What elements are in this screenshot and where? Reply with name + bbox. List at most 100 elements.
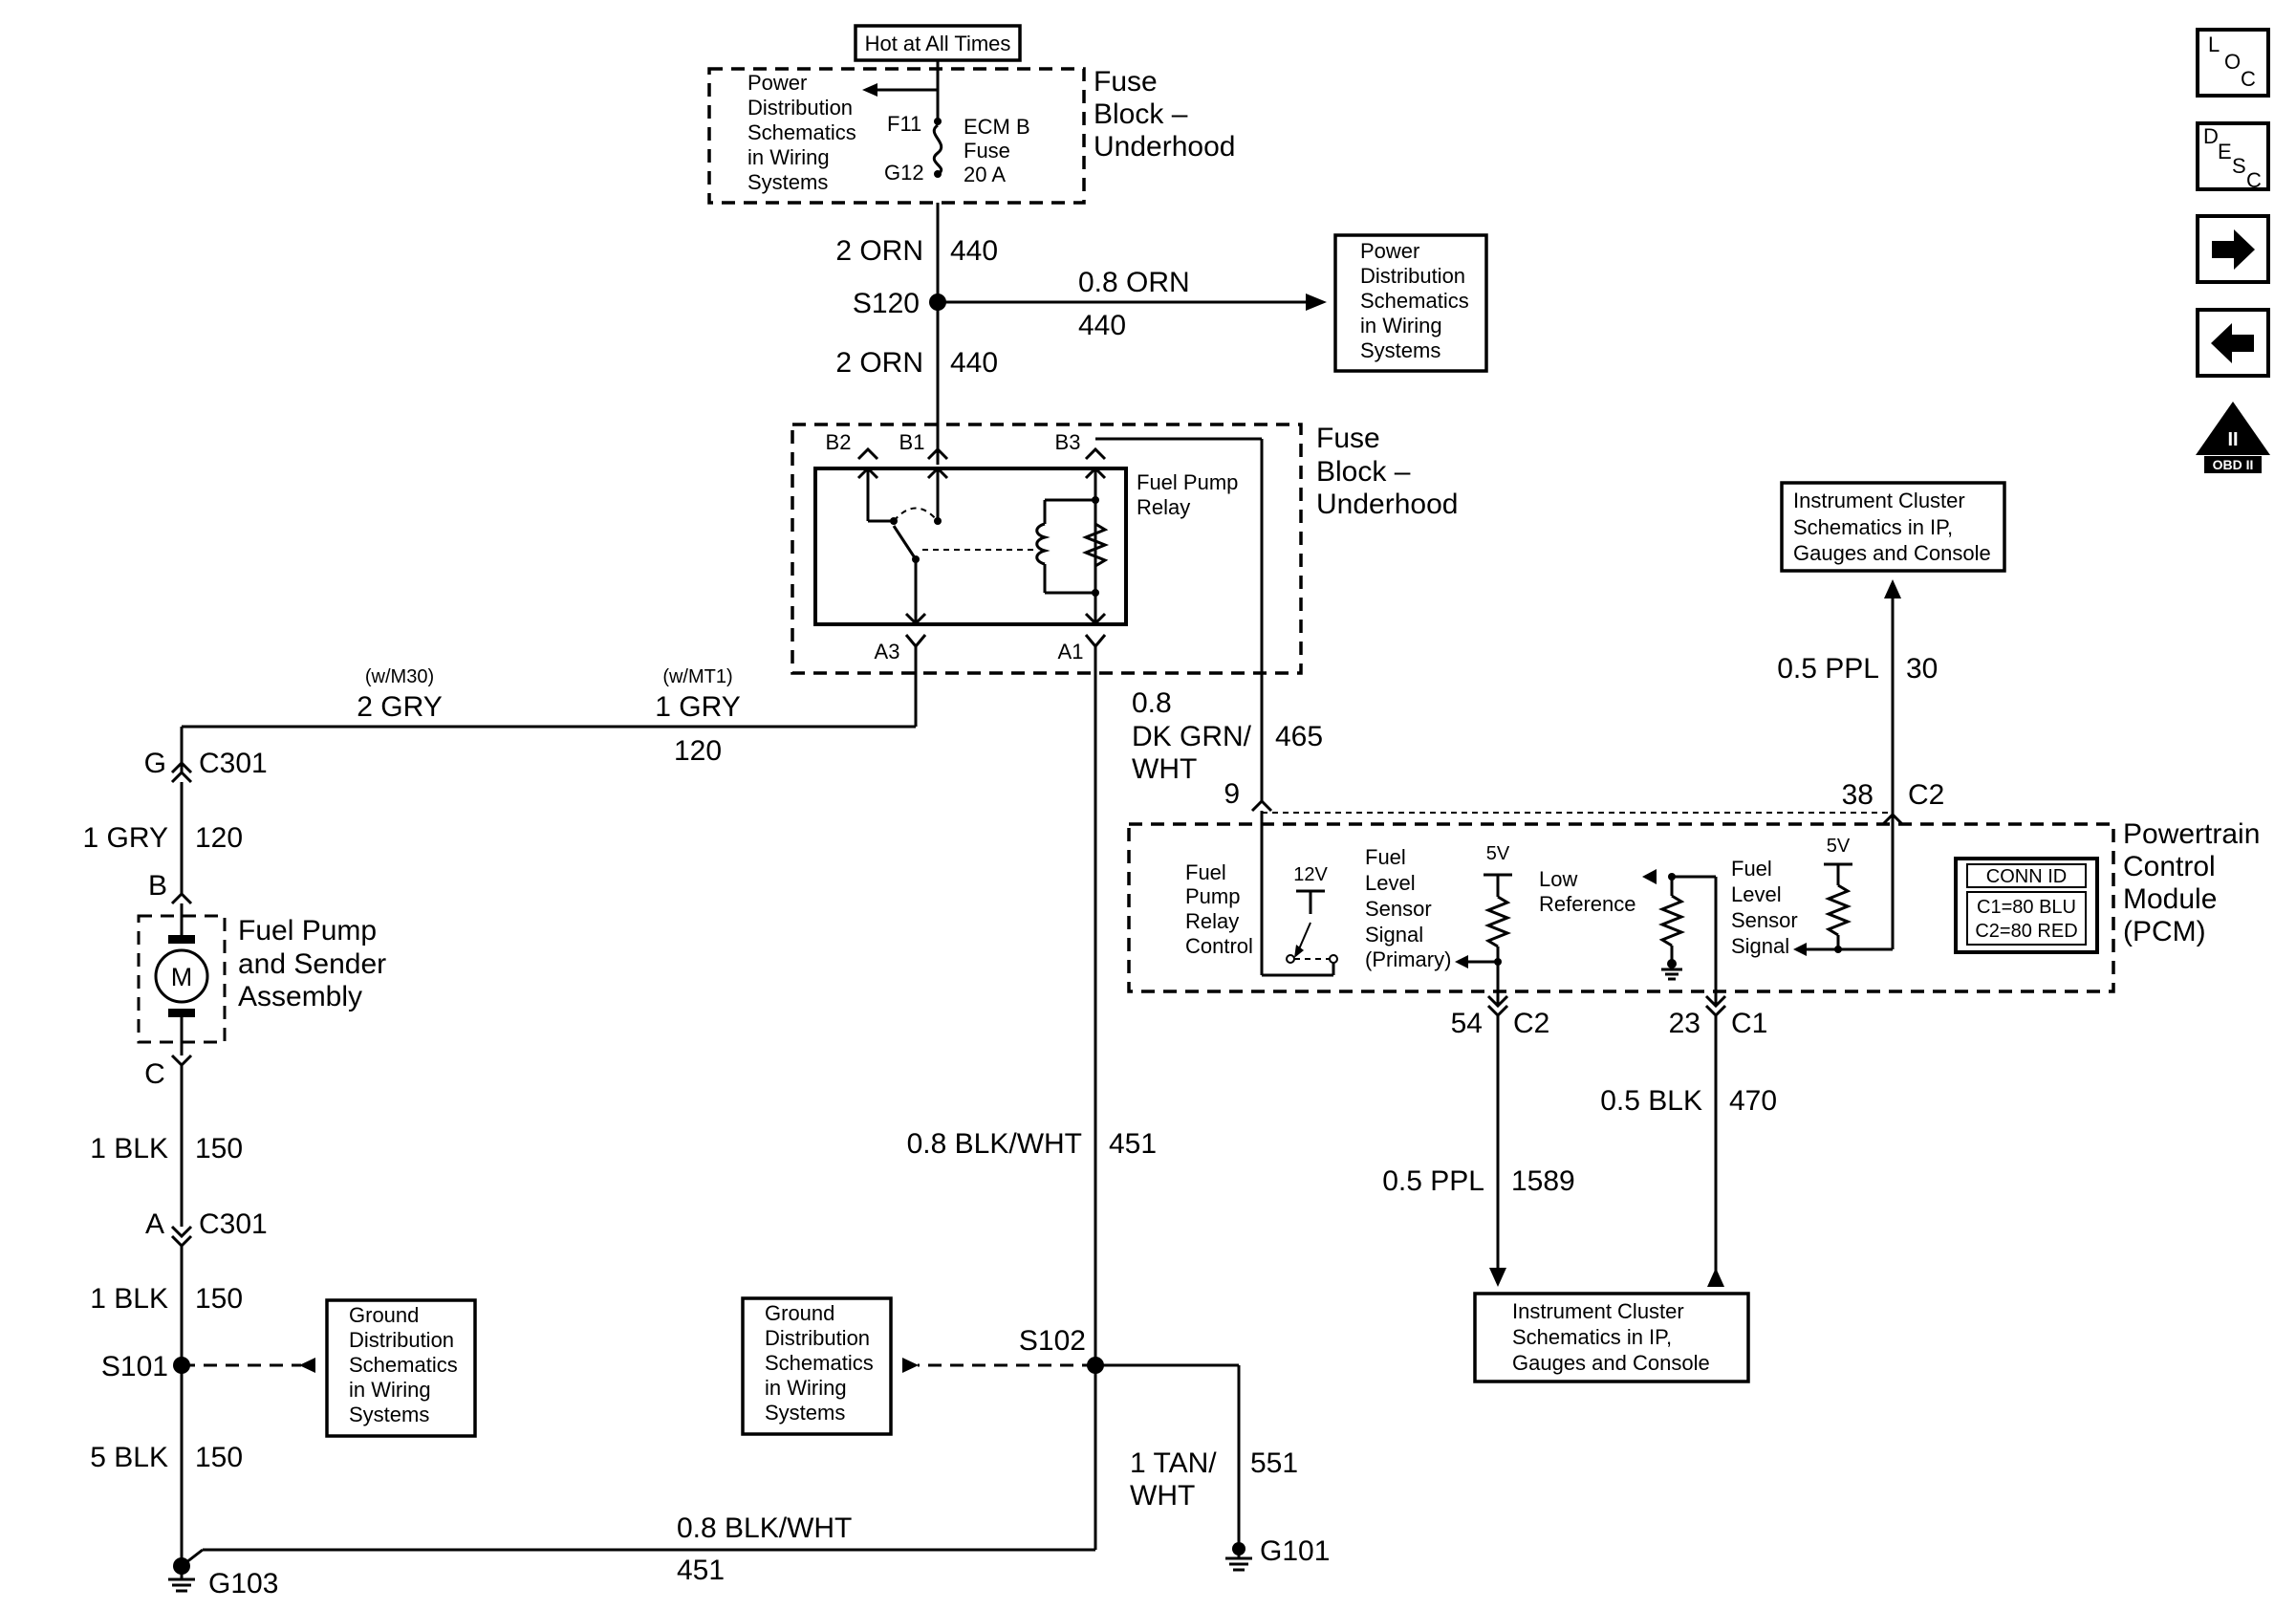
svg-text:Systems: Systems — [747, 170, 828, 194]
svg-text:5V: 5V — [1486, 843, 1510, 864]
svg-text:Block –: Block – — [1316, 456, 1411, 488]
svg-text:Ground: Ground — [765, 1301, 834, 1325]
svg-text:Control: Control — [1185, 934, 1253, 958]
description-button[interactable]: D E S C — [2196, 121, 2270, 192]
svg-text:A1: A1 — [1058, 640, 1084, 664]
svg-text:OBD II: OBD II — [2213, 457, 2254, 472]
svg-text:S102: S102 — [1019, 1325, 1086, 1357]
svg-text:C2: C2 — [1513, 1008, 1549, 1039]
svg-text:Reference: Reference — [1539, 892, 1636, 916]
svg-text:C: C — [2246, 168, 2262, 192]
svg-text:0.5 PPL: 0.5 PPL — [1382, 1165, 1484, 1197]
svg-text:Sensor: Sensor — [1731, 908, 1798, 932]
svg-text:Underhood: Underhood — [1316, 489, 1458, 520]
svg-text:Schematics: Schematics — [349, 1353, 458, 1377]
ground-distribution-reference-1: Ground Distribution Schematics in Wiring… — [325, 1298, 477, 1438]
svg-text:1 BLK: 1 BLK — [90, 1283, 168, 1315]
svg-text:Powertrain: Powertrain — [2123, 818, 2260, 850]
svg-text:Systems: Systems — [349, 1403, 429, 1426]
svg-text:(Primary): (Primary) — [1365, 947, 1451, 971]
ground-icon-g103 — [168, 1566, 195, 1593]
svg-text:Schematics in IP,: Schematics in IP, — [1793, 515, 1953, 539]
svg-text:Schematics: Schematics — [1360, 289, 1469, 313]
svg-text:C1=80 BLU: C1=80 BLU — [1977, 897, 2076, 918]
svg-text:(w/MT1): (w/MT1) — [662, 666, 732, 687]
svg-text:A: A — [145, 1208, 164, 1240]
svg-text:0.5 BLK: 0.5 BLK — [1600, 1085, 1702, 1117]
connector-id-table: CONN ID C1=80 BLU C2=80 RED — [1954, 857, 2099, 954]
next-page-button[interactable] — [2196, 214, 2270, 284]
svg-text:WHT: WHT — [1132, 753, 1197, 785]
svg-text:1 BLK: 1 BLK — [90, 1133, 168, 1164]
svg-text:23: 23 — [1669, 1008, 1700, 1039]
arrow-right-icon — [2212, 229, 2255, 270]
svg-text:B3: B3 — [1055, 430, 1081, 454]
svg-text:ECM B: ECM B — [964, 115, 1030, 139]
svg-text:C: C — [144, 1058, 165, 1090]
location-button[interactable]: L O C — [2196, 28, 2270, 98]
svg-text:S120: S120 — [853, 288, 920, 319]
svg-text:G101: G101 — [1260, 1535, 1330, 1567]
fuse-icon — [932, 123, 943, 176]
svg-text:5 BLK: 5 BLK — [90, 1442, 168, 1473]
svg-text:Control: Control — [2123, 851, 2216, 882]
svg-text:D: D — [2203, 124, 2219, 148]
svg-text:Distribution: Distribution — [747, 96, 853, 120]
svg-text:Pump: Pump — [1185, 884, 1240, 908]
svg-text:Relay: Relay — [1185, 909, 1239, 933]
svg-text:470: 470 — [1729, 1085, 1777, 1117]
svg-text:Distribution: Distribution — [765, 1326, 870, 1350]
svg-text:(w/M30): (w/M30) — [365, 666, 434, 687]
svg-text:CONN ID: CONN ID — [1986, 866, 2067, 887]
svg-text:C1: C1 — [1731, 1008, 1767, 1039]
svg-text:0.8 BLK/WHT: 0.8 BLK/WHT — [677, 1512, 852, 1544]
previous-page-button[interactable] — [2196, 308, 2270, 378]
svg-text:DK GRN/: DK GRN/ — [1132, 721, 1252, 752]
svg-text:1589: 1589 — [1511, 1165, 1575, 1197]
arrow-left-icon — [2211, 323, 2254, 363]
svg-text:O: O — [2224, 50, 2241, 74]
svg-text:Gauges and Console: Gauges and Console — [1793, 541, 1991, 565]
svg-text:440: 440 — [1078, 310, 1126, 341]
svg-text:1 GRY: 1 GRY — [655, 691, 741, 723]
fuel-pump-sender-assembly: M — [137, 903, 227, 1055]
svg-text:S101: S101 — [101, 1351, 168, 1382]
svg-text:S: S — [2232, 154, 2246, 178]
svg-text:G: G — [144, 748, 166, 779]
svg-text:120: 120 — [195, 822, 243, 854]
svg-text:12V: 12V — [1293, 864, 1328, 885]
svg-text:440: 440 — [950, 235, 998, 267]
instrument-cluster-reference-1: Instrument Cluster Schematics in IP, Gau… — [1780, 481, 2006, 573]
svg-text:Fuel Pump: Fuel Pump — [1137, 470, 1238, 494]
svg-text:5V: 5V — [1827, 836, 1851, 857]
svg-text:Hot at All Times: Hot at All Times — [865, 32, 1011, 55]
svg-text:B1: B1 — [899, 430, 925, 454]
svg-text:in Wiring: in Wiring — [1360, 314, 1442, 337]
svg-text:451: 451 — [677, 1555, 725, 1586]
svg-text:II: II — [2227, 429, 2238, 450]
svg-text:Schematics in IP,: Schematics in IP, — [1512, 1325, 1672, 1349]
svg-text:0.8 ORN: 0.8 ORN — [1078, 267, 1190, 298]
svg-text:0.5 PPL: 0.5 PPL — [1777, 653, 1879, 685]
svg-text:A3: A3 — [875, 640, 900, 664]
obd-ii-button[interactable]: II OBD II — [2196, 402, 2270, 473]
hot-at-all-times-label: Hot at All Times — [854, 24, 1022, 62]
svg-text:Fuel: Fuel — [1731, 857, 1772, 881]
svg-text:0.8 BLK/WHT: 0.8 BLK/WHT — [907, 1128, 1082, 1160]
svg-text:C: C — [2241, 67, 2256, 91]
svg-text:440: 440 — [950, 347, 998, 379]
resistor-icon — [1081, 522, 1110, 568]
svg-text:Power: Power — [747, 71, 807, 95]
svg-text:B: B — [148, 870, 167, 902]
obd-ii-icon — [2196, 402, 2270, 455]
svg-text:Systems: Systems — [1360, 338, 1440, 362]
svg-text:B2: B2 — [826, 430, 852, 454]
svg-text:Fuse: Fuse — [1316, 423, 1380, 454]
instrument-cluster-reference-2: Instrument Cluster Schematics in IP, Gau… — [1473, 1292, 1750, 1383]
powertrain-control-module: Fuel Pump Relay Control 12V Fuel Level S… — [1127, 811, 2115, 1004]
svg-text:Low: Low — [1539, 867, 1577, 891]
ground-distribution-reference-2: Ground Distribution Schematics in Wiring… — [741, 1296, 893, 1436]
ground-icon-g101 — [1225, 1542, 1252, 1572]
svg-text:Fuse: Fuse — [1094, 66, 1158, 98]
